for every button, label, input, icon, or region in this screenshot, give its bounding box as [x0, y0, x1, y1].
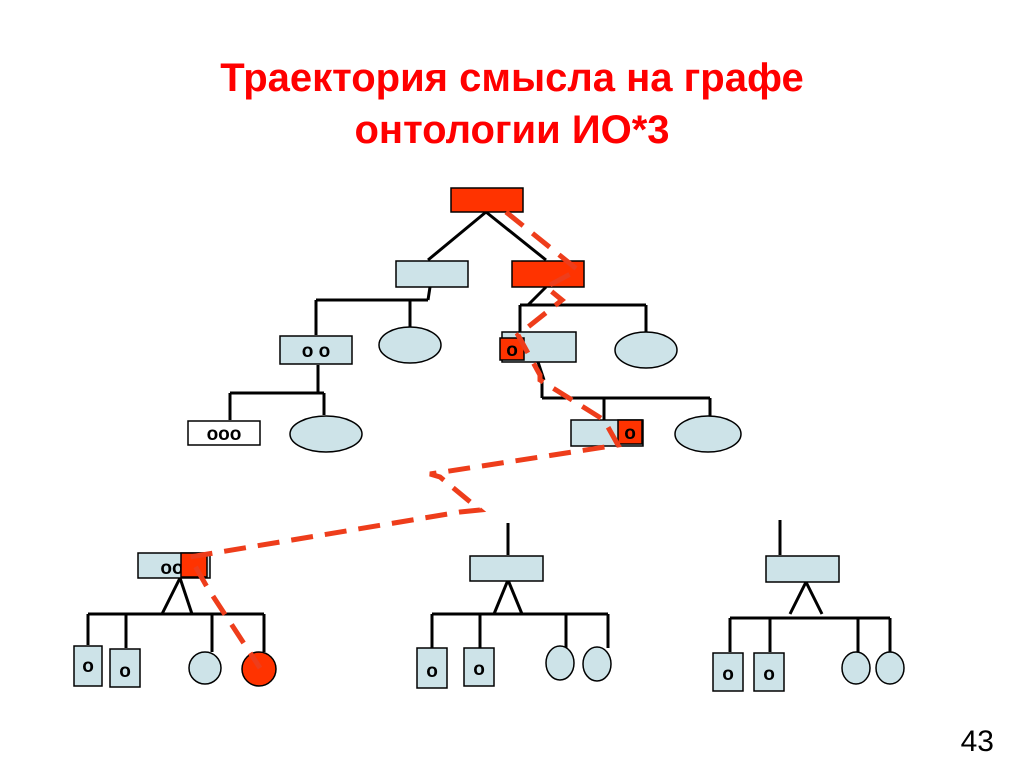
- sub1-root-label: oo: [160, 558, 183, 579]
- level1-left-node: [395, 260, 469, 288]
- sub2-root-box: [469, 555, 544, 582]
- sub2-leaf-box-b: [463, 647, 495, 687]
- slide-title: Траектория смысла на графе онтологии ИО*…: [0, 52, 1024, 156]
- sub1-leaf-circle: [188, 651, 222, 685]
- level2-left-ellipse: [378, 326, 442, 364]
- sub2-leaf-a-label: o: [426, 661, 438, 682]
- sub2-leaf-ellipse-b: [582, 646, 612, 682]
- title-line-2: онтологии ИО*3: [354, 108, 670, 152]
- sub3-root-box: [765, 555, 840, 583]
- sub2-leaf-ellipse-a: [545, 645, 575, 681]
- sub3-leaf-ellipse-b: [875, 651, 905, 685]
- level3-right-small-highlighted: [617, 419, 643, 445]
- sub2-leaf-b-label: o: [473, 659, 485, 680]
- level3-right-ellipse: [674, 415, 742, 453]
- sub3-leaf-box-a: [712, 652, 744, 692]
- sub3-leaf-box-b: [753, 652, 785, 692]
- level2-left-box-label: o o: [302, 341, 331, 362]
- sub3-leaf-a-label: o: [722, 664, 734, 685]
- page-number: 43: [960, 725, 994, 758]
- sub1-leaf-box-b: [109, 648, 141, 688]
- root-node-highlighted: [450, 187, 524, 213]
- level2-right-small-label: o: [506, 340, 518, 361]
- level3-left-box: [187, 420, 261, 446]
- level3-right-small-label: o: [624, 423, 636, 444]
- sub3-leaf-ellipse-a: [841, 651, 871, 685]
- level3-left-ellipse: [289, 415, 363, 453]
- meaning-trajectory-path: [186, 210, 622, 670]
- sub1-leaf-box-a: [73, 645, 103, 687]
- sub1-leaf-a-label: o: [82, 656, 94, 677]
- level2-right-ellipse: [614, 331, 678, 369]
- title-line-1: Траектория смысла на графе: [220, 56, 804, 100]
- sub2-leaf-box-a: [416, 647, 448, 689]
- level3-left-box-label: ooo: [207, 424, 242, 445]
- sub1-leaf-circle-highlighted: [241, 651, 277, 687]
- sub3-leaf-b-label: o: [763, 664, 775, 685]
- sub1-leaf-b-label: o: [119, 661, 131, 682]
- graph-edges: [86, 210, 892, 652]
- level2-left-box: [279, 335, 353, 365]
